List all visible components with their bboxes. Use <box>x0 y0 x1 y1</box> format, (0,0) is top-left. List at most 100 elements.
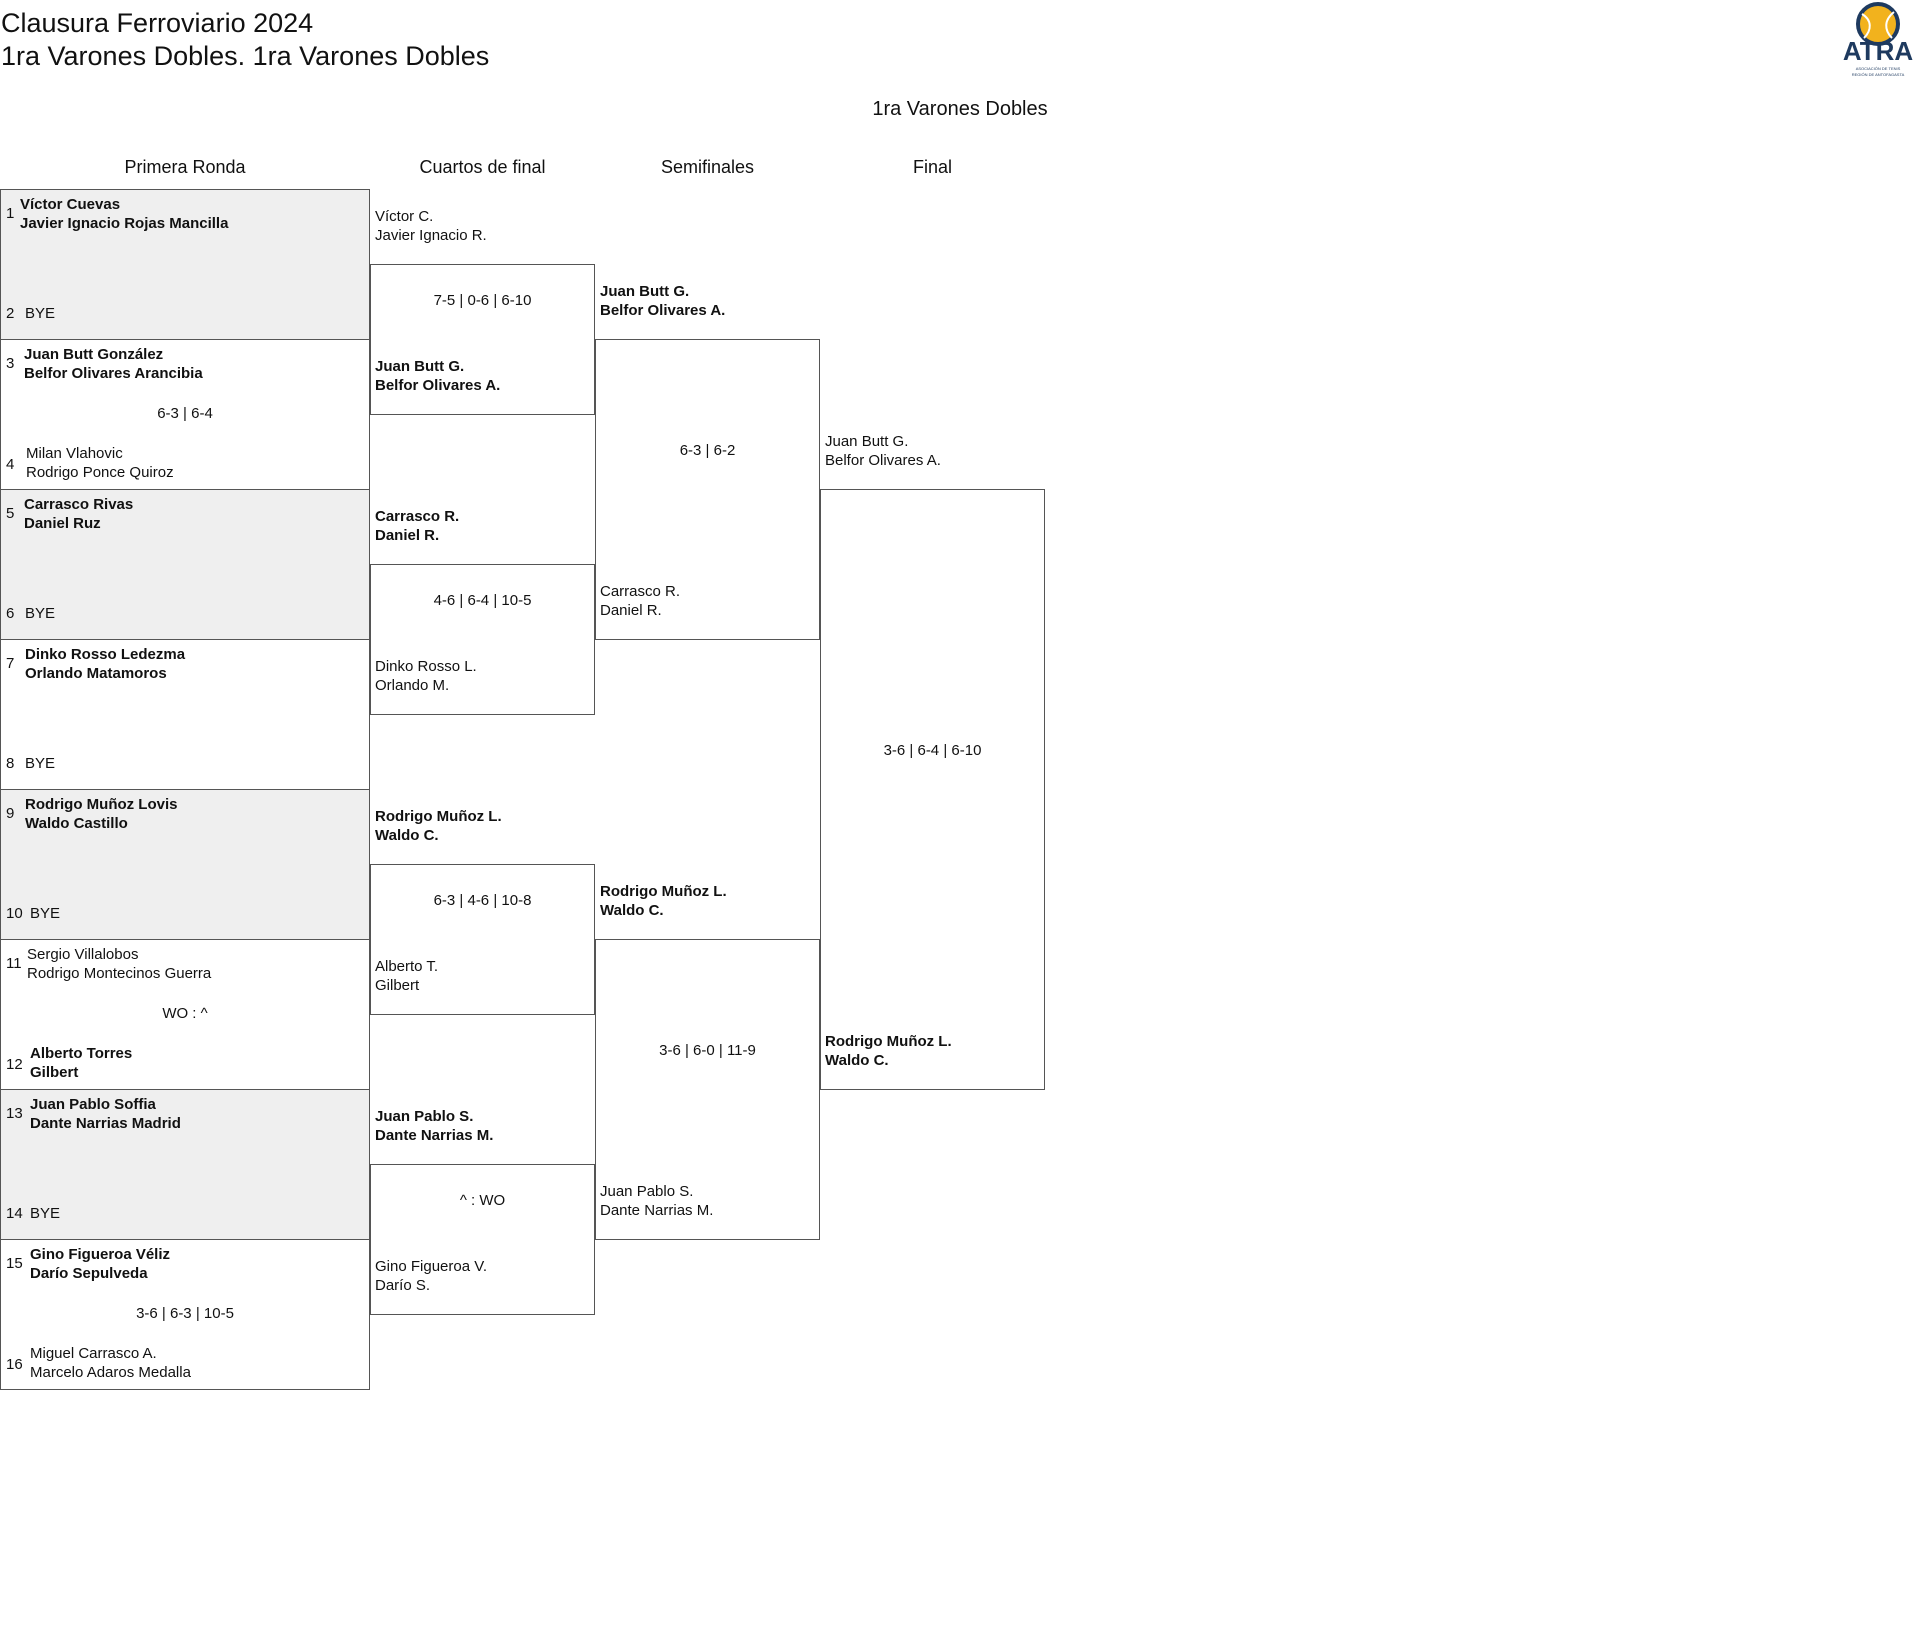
team-player: Alberto T. <box>375 958 439 975</box>
team-player: Carrasco R. <box>375 508 460 525</box>
seed-number: 15 <box>6 1255 23 1272</box>
team-player: Dante Narrias M. <box>375 1127 494 1144</box>
team-player: Darío S. <box>375 1277 431 1294</box>
match-score: 6-3 | 4-6 | 10-8 <box>433 892 532 909</box>
seed-number: 1 <box>6 205 15 222</box>
bye-label: BYE <box>30 905 61 922</box>
quarterfinal-match <box>370 264 595 415</box>
svg-text:ATRA: ATRA <box>1843 36 1914 66</box>
team-player: Gino Figueroa Véliz <box>30 1246 171 1263</box>
team-player: Carrasco R. <box>600 583 681 600</box>
tournament-title: Clausura Ferroviario 2024 <box>1 8 314 38</box>
first-round-match <box>0 789 370 940</box>
seed-number: 6 <box>6 605 15 622</box>
team-player: Marcelo Adaros Medalla <box>30 1364 191 1381</box>
seed-number: 11 <box>6 955 22 972</box>
round-header-first: Primera Ronda <box>124 157 246 177</box>
seed-number: 12 <box>6 1056 23 1073</box>
seed-number: 7 <box>6 655 15 672</box>
round-header-semifinals: Semifinales <box>660 157 755 177</box>
team-player: Dinko Rosso Ledezma <box>25 646 186 663</box>
team-player: Juan Pablo Soffia <box>30 1096 156 1113</box>
team-player: Milan Vlahovic <box>26 445 123 462</box>
final-match <box>820 489 1045 1090</box>
team-player: Dinko Rosso L. <box>375 658 477 675</box>
category-title: 1ra Varones Dobles. 1ra Varones Dobles <box>1 41 490 71</box>
match-score: ^ : WO <box>459 1192 506 1209</box>
team-player: Waldo C. <box>600 902 664 919</box>
tennis-ball-icon: ATRA ASOCIACIÓN DE TENIS REGIÓN DE ANTOF… <box>1843 2 1914 77</box>
team-player: Sergio Villalobos <box>27 946 139 963</box>
team-player: Juan Butt G. <box>600 283 690 300</box>
seed-number: 14 <box>6 1205 23 1222</box>
bye-label: BYE <box>25 305 56 322</box>
team-player: Rodrigo Montecinos Guerra <box>27 965 212 982</box>
draw-title: 1ra Varones Dobles <box>872 98 1048 120</box>
team-player: Orlando Matamoros <box>25 665 167 682</box>
seed-number: 9 <box>6 805 15 822</box>
team-player: Javier Ignacio R. <box>375 227 487 244</box>
team-player: Juan Butt G. <box>375 358 465 375</box>
round-header-final: Final <box>912 157 952 177</box>
bye-label: BYE <box>25 755 56 772</box>
match-score: WO : ^ <box>162 1005 208 1022</box>
seed-number: 16 <box>6 1356 23 1373</box>
team-player: Javier Ignacio Rojas Mancilla <box>20 215 229 232</box>
team-player: Belfor Olivares Arancibia <box>24 365 203 382</box>
team-player: Rodrigo Muñoz L. <box>375 808 502 825</box>
team-player: Belfor Olivares A. <box>600 302 726 319</box>
team-player: Víctor C. <box>375 208 434 225</box>
first-round-match <box>0 189 370 340</box>
team-player: Gilbert <box>375 977 420 994</box>
seed-number: 2 <box>6 305 15 322</box>
match-score: 4-6 | 6-4 | 10-5 <box>433 592 532 609</box>
first-round-match <box>0 1239 370 1390</box>
team-player: Waldo Castillo <box>25 815 128 832</box>
team-player: Dante Narrias M. <box>600 1202 714 1219</box>
team-player: Daniel R. <box>600 602 662 619</box>
team-player: Carrasco Rivas <box>24 496 134 513</box>
team-player: Rodrigo Muñoz L. <box>600 883 727 900</box>
team-player: Daniel Ruz <box>24 515 101 532</box>
team-player: Dante Narrias Madrid <box>30 1115 181 1132</box>
seed-number: 13 <box>6 1105 23 1122</box>
match-score: 6-3 | 6-2 <box>679 442 736 459</box>
match-score: 7-5 | 0-6 | 6-10 <box>433 292 532 309</box>
bye-label: BYE <box>25 605 56 622</box>
atra-logo: ATRA ASOCIACIÓN DE TENIS REGIÓN DE ANTOF… <box>1840 0 1916 82</box>
match-score: 6-3 | 6-4 <box>157 405 213 422</box>
team-player: Víctor Cuevas <box>20 196 121 213</box>
quarterfinal-match <box>370 564 595 715</box>
team-player: Rodrigo Muñoz Lovis <box>25 796 178 813</box>
match-score: 3-6 | 6-0 | 11-9 <box>659 1042 756 1059</box>
match-score: 3-6 | 6-3 | 10-5 <box>136 1305 234 1322</box>
team-player: Rodrigo Muñoz L. <box>825 1033 952 1050</box>
team-player: Waldo C. <box>375 827 439 844</box>
team-player: Juan Pablo S. <box>375 1108 474 1125</box>
team-player: Rodrigo Ponce Quiroz <box>26 464 174 481</box>
team-player: Juan Butt G. <box>825 433 909 450</box>
team-player: Miguel Carrasco A. <box>30 1345 157 1362</box>
team-player: Belfor Olivares A. <box>375 377 501 394</box>
seed-number: 4 <box>6 456 15 473</box>
team-player: Gino Figueroa V. <box>375 1258 488 1275</box>
semifinal-match <box>595 939 820 1240</box>
semifinal-match <box>595 339 820 640</box>
seed-number: 3 <box>6 355 15 372</box>
seed-number: 5 <box>6 505 15 522</box>
team-player: Orlando M. <box>375 677 450 694</box>
team-player: Daniel R. <box>375 527 440 544</box>
seed-number: 8 <box>6 755 15 772</box>
seed-number: 10 <box>6 905 23 922</box>
quarterfinal-match <box>370 864 595 1015</box>
quarterfinal-match <box>370 1164 595 1315</box>
team-player: Juan Butt González <box>24 346 164 363</box>
round-header-quarterfinals: Cuartos de final <box>419 157 546 177</box>
team-player: Juan Pablo S. <box>600 1183 694 1200</box>
team-player: Belfor Olivares A. <box>825 452 941 469</box>
bye-label: BYE <box>30 1205 61 1222</box>
match-score: 3-6 | 6-4 | 6-10 <box>883 742 982 759</box>
svg-text:REGIÓN DE ANTOFAGASTA: REGIÓN DE ANTOFAGASTA <box>1852 72 1905 77</box>
svg-text:ASOCIACIÓN DE TENIS: ASOCIACIÓN DE TENIS <box>1856 66 1901 71</box>
team-player: Darío Sepulveda <box>30 1265 148 1282</box>
